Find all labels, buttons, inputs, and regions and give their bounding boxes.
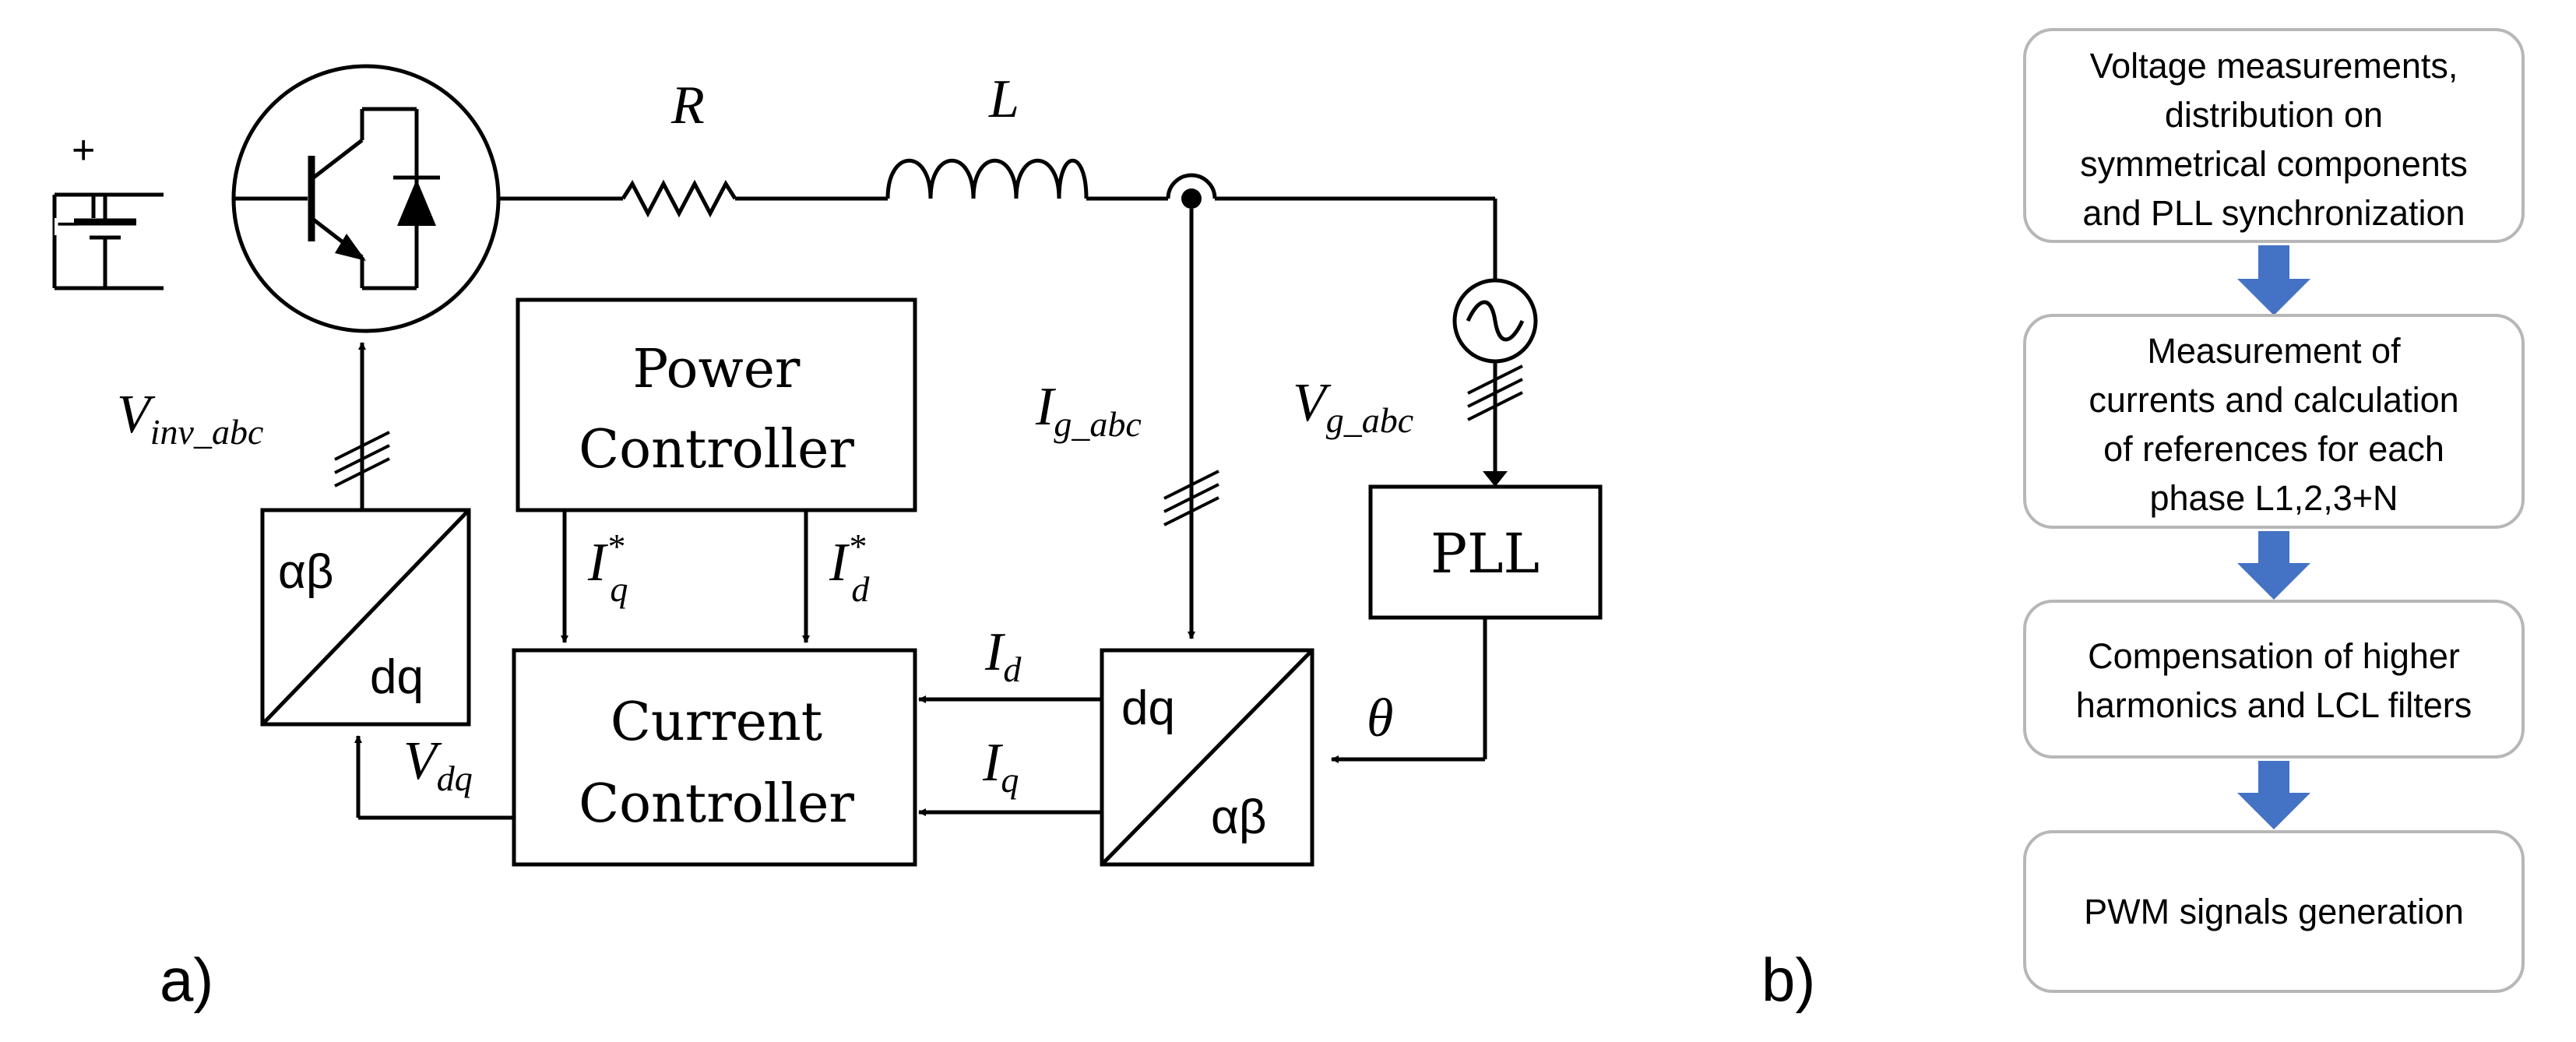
alphabeta-dq-transform: αβ dq — [260, 342, 471, 727]
resistor-label: R — [670, 76, 705, 136]
flow-step-1-line1: Voltage measurements, — [2090, 46, 2458, 86]
power-controller-block: Power Controller — [516, 297, 917, 643]
flow-step-2 — [2023, 314, 2525, 529]
dqab-top-label: dq — [1121, 681, 1175, 735]
flow-step-1-line2: distribution on — [2165, 95, 2383, 135]
abdq-top-label: αβ — [278, 545, 334, 599]
current-controller-line1: Current — [611, 692, 822, 753]
panel-b-flowchart: b) Voltage measurements, distribution on… — [1761, 28, 2525, 1014]
inductor-label: L — [988, 69, 1019, 129]
flow-step-2-line4: phase L1,2,3+N — [2150, 478, 2398, 518]
v-inv-abc-label: Vinv_abc — [117, 385, 263, 452]
flow-step-1-line3: symmetrical components — [2080, 144, 2468, 184]
v-g-abc-label: Vg_abc — [1293, 373, 1413, 440]
grid-source-icon — [1452, 278, 1538, 487]
flow-step-3 — [2023, 600, 2525, 759]
panel-b-label: b) — [1761, 945, 1815, 1014]
flow-step-3-line1: Compensation of higher — [2088, 636, 2460, 676]
power-controller-line1: Power — [633, 339, 801, 400]
panel-a-label: a) — [160, 945, 213, 1014]
theta-label: θ — [1367, 688, 1393, 748]
i-d-label: Id — [984, 622, 1022, 689]
flow-step-2-line2: currents and calculation — [2089, 380, 2458, 420]
pll-block: PLL — [1331, 484, 1603, 763]
current-controller-line2: Controller — [579, 773, 854, 835]
feedback-arrows — [918, 695, 1102, 816]
flow-step-1 — [2023, 28, 2525, 243]
battery-plus-label: + — [72, 128, 95, 173]
battery-minus-label: − — [56, 202, 79, 247]
flow-step-1-line4: and PLL synchronization — [2082, 193, 2465, 233]
flow-step-2-line3: of references for each — [2103, 429, 2444, 469]
i-d-ref-label: I*d — [829, 526, 870, 609]
flow-arrow-1 — [2237, 245, 2310, 315]
i-q-ref-label: I*q — [587, 526, 628, 609]
dc-battery: + − — [52, 128, 164, 290]
junction-node — [1181, 188, 1202, 209]
abdq-bottom-label: dq — [370, 650, 424, 704]
current-measurement-line — [1163, 209, 1219, 639]
flow-step-4-line1: PWM signals generation — [2084, 892, 2464, 931]
i-g-abc-label: Ig_abc — [1035, 377, 1142, 444]
flow-step-4 — [2023, 830, 2525, 993]
inverter-switch — [231, 64, 501, 333]
flow-arrow-3 — [2237, 761, 2310, 829]
current-controller-block: Current Controller — [354, 648, 917, 867]
flow-arrow-2 — [2237, 531, 2310, 600]
dq-alphabeta-transform: dq αβ — [1100, 648, 1314, 867]
panel-a-diagram: + − — [52, 64, 1603, 1014]
flow-step-2-line1: Measurement of — [2147, 331, 2401, 371]
power-controller-line2: Controller — [579, 419, 854, 481]
dqab-bottom-label: αβ — [1211, 790, 1267, 844]
grid-line: R L — [498, 69, 1497, 280]
flow-step-3-line2: harmonics and LCL filters — [2076, 685, 2472, 725]
signal-labels: Vinv_abc Ig_abc Vg_abc I*q I*d Id Iq Vdq — [117, 373, 1413, 800]
i-q-label: Iq — [982, 733, 1019, 800]
pll-label: PLL — [1431, 522, 1540, 586]
v-dq-label: Vdq — [403, 731, 473, 798]
